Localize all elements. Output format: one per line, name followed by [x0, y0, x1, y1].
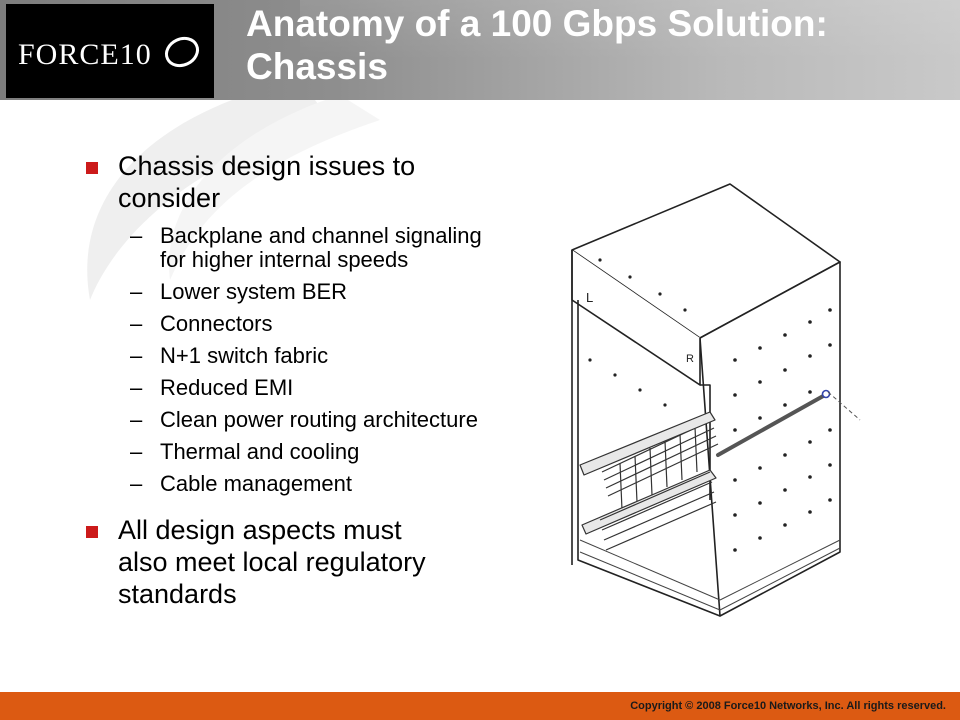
sub-item-text: N+1 switch fabric: [160, 343, 329, 368]
logo-text: FORCE10: [18, 38, 152, 71]
bullet-text-line: consider: [118, 183, 221, 213]
sub-item-text: Thermal and cooling: [160, 439, 360, 464]
sub-item-power-routing: – Clean power routing architecture: [84, 408, 504, 432]
bullet-text-line: standards: [118, 579, 237, 609]
chassis-label-right: R: [686, 353, 694, 365]
sub-item-text: Lower system BER: [160, 279, 348, 304]
bullet-chassis-design: Chassis design issues to consider: [84, 150, 504, 214]
slide-title: Anatomy of a 100 Gbps Solution: Chassis: [246, 2, 946, 88]
bullet-list: Chassis design issues to consider – Back…: [84, 150, 504, 610]
bullet-text-line: Chassis design issues to: [118, 151, 416, 181]
sub-item-text: Connectors: [160, 311, 273, 336]
dash-icon: –: [130, 375, 143, 400]
dash-icon: –: [130, 223, 143, 248]
title-line-1: Anatomy of a 100 Gbps Solution:: [246, 3, 828, 44]
copyright-text: Copyright © 2008 Force10 Networks, Inc. …: [630, 700, 946, 712]
logo-graphic: FORCE10: [18, 36, 200, 71]
bullet-square-icon: [86, 162, 98, 174]
sub-item-cable: – Cable management: [84, 472, 504, 496]
title-bar: FORCE10 Anatomy of a 100 Gbps Solution: …: [0, 0, 960, 100]
sub-bullet-list: – Backplane and channel signaling for hi…: [84, 224, 504, 496]
bullet-regulatory: All design aspects must also meet local …: [84, 514, 504, 610]
force10-logo: FORCE10: [6, 4, 214, 98]
dash-icon: –: [130, 279, 143, 304]
header-shine: [300, 0, 960, 100]
footer-bar: Copyright © 2008 Force10 Networks, Inc. …: [0, 692, 960, 720]
dash-icon: –: [130, 407, 143, 432]
sub-item-text: Cable management: [160, 471, 353, 496]
dash-icon: –: [130, 471, 143, 496]
bullet-square-icon: [86, 526, 98, 538]
bullet-text-line: All design aspects must: [118, 515, 402, 545]
title-line-2: Chassis: [246, 46, 388, 87]
sub-item-switch-fabric: – N+1 switch fabric: [84, 344, 504, 368]
bullet-text-line: also meet local regulatory: [118, 547, 426, 577]
sub-item-text: Backplane and channel signaling for high…: [160, 223, 482, 272]
chassis-illustration: L R: [571, 183, 861, 617]
sub-item-text: Clean power routing architecture: [160, 407, 478, 432]
sub-item-backplane: – Backplane and channel signaling for hi…: [84, 224, 504, 272]
sub-item-connectors: – Connectors: [84, 312, 504, 336]
sub-item-text: Reduced EMI: [160, 375, 294, 400]
dash-icon: –: [130, 343, 143, 368]
chassis-label-left: L: [586, 290, 593, 305]
sub-item-emi: – Reduced EMI: [84, 376, 504, 400]
sub-item-thermal: – Thermal and cooling: [84, 440, 504, 464]
sub-item-ber: – Lower system BER: [84, 280, 504, 304]
dash-icon: –: [130, 311, 143, 336]
background-swoosh: [87, 80, 330, 300]
dash-icon: –: [130, 439, 143, 464]
